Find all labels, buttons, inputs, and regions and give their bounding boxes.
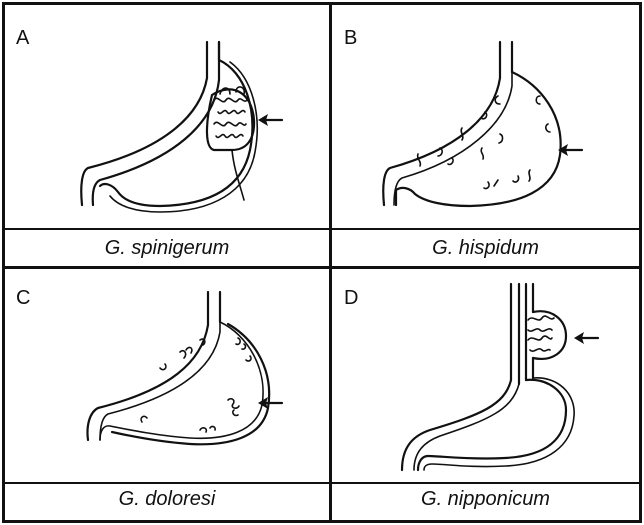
stomach-d <box>402 284 598 470</box>
stomach-a <box>81 42 282 212</box>
stomach-c <box>87 292 282 444</box>
stomach-b <box>383 42 582 206</box>
